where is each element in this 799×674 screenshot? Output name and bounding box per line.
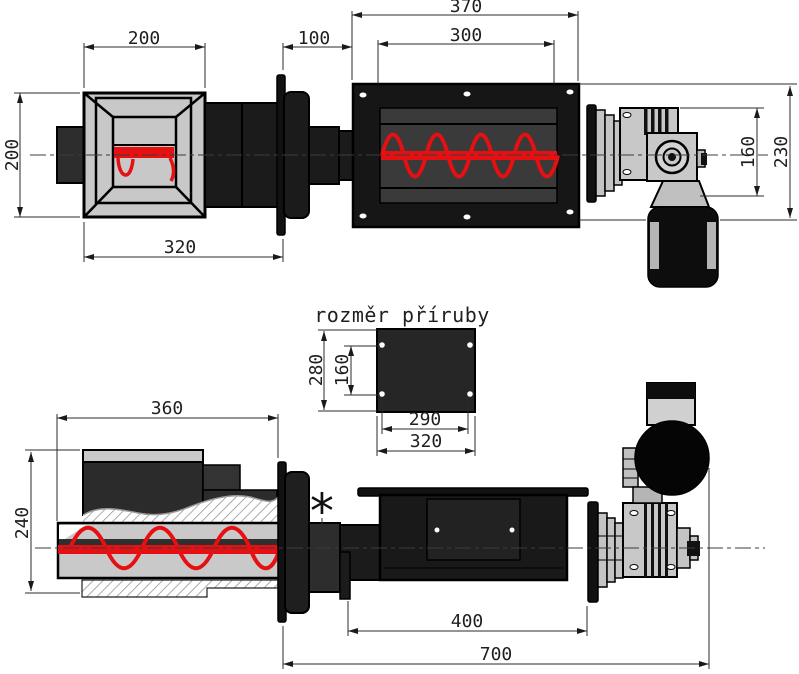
motor-bracket-top-view xyxy=(649,180,711,208)
dim-label-total-length: 700 xyxy=(480,644,513,665)
flange-bolt-hole xyxy=(467,342,473,348)
dim-hopper-depth: 200 xyxy=(2,92,80,218)
dim-gear-height: 160 xyxy=(680,107,764,197)
inlet-cap xyxy=(82,449,204,463)
access-panel xyxy=(426,498,521,561)
flange-bolt-hole xyxy=(467,391,473,397)
dim-flange-bolt-vertical: 160 xyxy=(332,345,380,396)
dim-label-hopper-width: 200 xyxy=(128,28,161,49)
screw-curve-right xyxy=(168,157,176,182)
dim-flange-outer-width: 320 xyxy=(376,416,476,456)
bolt-hole xyxy=(359,213,367,219)
dim-label-hopper-depth: 200 xyxy=(2,139,23,172)
flange-plate xyxy=(376,328,476,413)
dim-label-total-height: 230 xyxy=(771,136,792,169)
dim-label-gap: 100 xyxy=(298,28,331,49)
bolt-hole xyxy=(566,89,574,95)
dim-label-inlet-length: 360 xyxy=(151,398,184,419)
dim-inlet-assembly: 320 xyxy=(83,222,284,262)
flange-bolt-hole xyxy=(379,391,385,397)
dim-hopper-width: 200 xyxy=(83,28,206,88)
dim-label-housing-inner: 300 xyxy=(450,25,483,46)
inlet-body-dark xyxy=(82,461,204,516)
tube-inner-band xyxy=(59,539,280,547)
section-hatch-bottom xyxy=(81,579,279,598)
inlet-step-dark xyxy=(202,464,241,491)
screw-end-top-view xyxy=(114,147,174,158)
panel-bolt xyxy=(509,527,515,533)
screw-curve-left xyxy=(116,157,135,177)
panel-bolt xyxy=(434,527,440,533)
dim-label-flange-outer-width: 320 xyxy=(410,431,443,452)
dim-label-flange-outer-height: 280 xyxy=(306,354,327,387)
bolt-slot xyxy=(622,112,632,118)
centerlines xyxy=(30,154,768,549)
dim-label-housing-length: 370 xyxy=(450,0,483,17)
hub-block-side-view xyxy=(284,471,310,614)
dim-housing-inner: 300 xyxy=(377,25,555,84)
dim-inlet-height: 240 xyxy=(12,449,80,594)
flange-detail xyxy=(376,328,476,413)
output-shaft-center xyxy=(668,153,676,161)
motor-side-inset xyxy=(707,222,716,269)
dimensions-side-view: 360 240 400 700 * xyxy=(12,398,710,669)
motor-side-inset xyxy=(650,222,659,269)
material-heap-curve xyxy=(82,494,279,516)
dim-label-inlet-height: 240 xyxy=(12,507,33,540)
dim-tube-length: 400 xyxy=(347,601,588,636)
flange-detail-title: rozměr příruby xyxy=(314,303,490,327)
motor-top-view xyxy=(647,206,719,288)
screw-shaft-side-view xyxy=(58,545,281,554)
motor-side-view xyxy=(634,420,710,496)
bolt-hole xyxy=(463,214,471,220)
dim-flange-bolt-horizontal: 290 xyxy=(381,398,469,434)
bolt-hole xyxy=(359,92,367,98)
bolt-hole xyxy=(463,91,471,97)
note-marker: * xyxy=(308,484,337,540)
dim-total-height: 230 xyxy=(579,83,797,221)
tube-chamfer xyxy=(59,525,86,543)
motor-bracket-band xyxy=(647,383,695,399)
gearbox-top-view xyxy=(586,104,719,288)
dimensions-top-view: 200 100 370 300 200 320 xyxy=(2,0,797,262)
dim-label-flange-bolt-horizontal: 290 xyxy=(409,409,442,430)
flange-bolt-hole xyxy=(379,342,385,348)
top-view xyxy=(56,74,719,288)
step-side-view xyxy=(339,551,351,600)
dim-flange-outer-height: 280 xyxy=(306,329,377,412)
dim-inlet-length: 360 xyxy=(56,398,279,521)
dim-label-gear-height: 160 xyxy=(738,136,759,169)
bolt-slot xyxy=(622,169,632,175)
dimensions-flange-detail: rozměr příruby 280 160 290 320 xyxy=(306,303,490,456)
dim-label-flange-bolt-vertical: 160 xyxy=(332,354,353,387)
hopper-top-view xyxy=(82,91,207,219)
gearbox-side-view xyxy=(587,382,710,603)
bolt-hole xyxy=(566,209,574,215)
dim-label-inlet-assembly: 320 xyxy=(164,237,197,258)
dim-total-length: 700 xyxy=(282,468,710,669)
dim-label-tube-length: 400 xyxy=(451,611,484,632)
dim-gap: 100 xyxy=(282,28,352,70)
side-view xyxy=(56,382,710,623)
output-nut xyxy=(701,153,707,165)
material-section-hatch-top xyxy=(83,495,278,523)
dim-housing-length: 370 xyxy=(351,0,579,81)
screw-shaft-top-view xyxy=(381,151,557,160)
